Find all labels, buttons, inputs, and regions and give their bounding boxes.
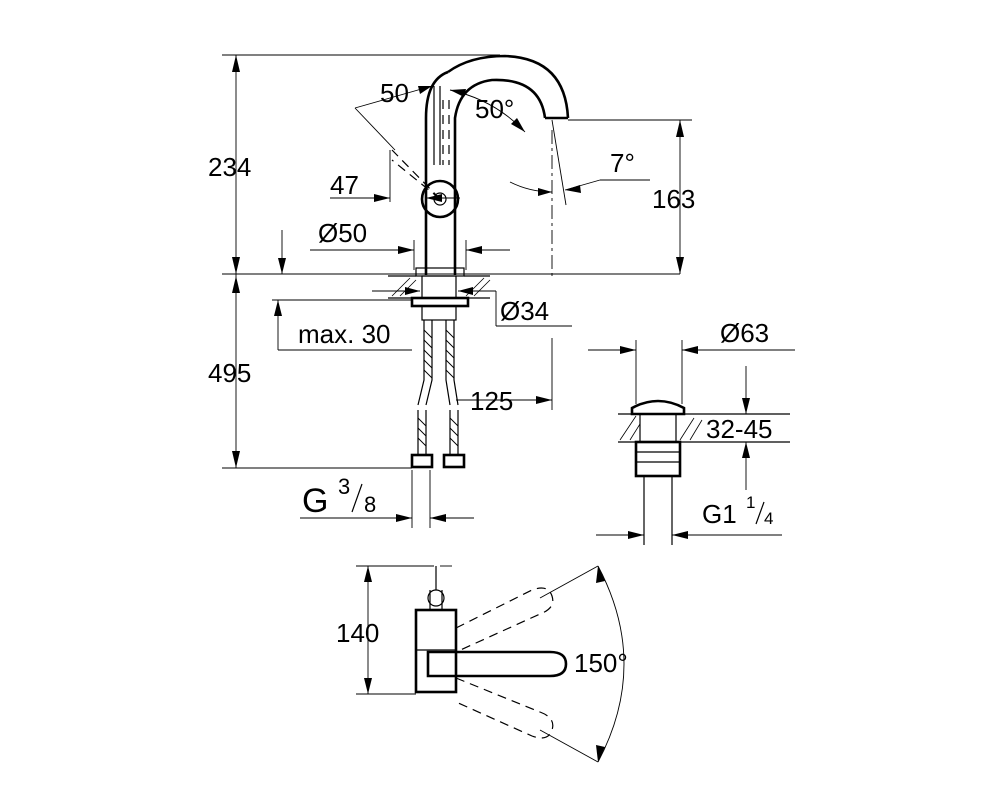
label-lever-angle: 50°: [475, 94, 514, 124]
label-total-height: 234: [208, 152, 251, 182]
label-connection-main: G: [302, 482, 328, 520]
label-waste-den: 4: [764, 509, 773, 528]
label-connection-den: 8: [364, 492, 376, 517]
faucet-top-view: [356, 565, 625, 763]
faucet-side-view: [388, 54, 570, 469]
label-waste-num: 1: [746, 493, 755, 512]
label-waste-diameter: Ø63: [720, 318, 769, 348]
label-connection-num: 3: [338, 474, 350, 499]
label-swivel-angle: 150°: [574, 648, 628, 678]
waste-detail: [588, 340, 795, 545]
dimension-labels: 234 495 163 50 50° 7° 47 Ø50 Ø34 max. 30…: [208, 78, 773, 678]
label-top-depth: 140: [336, 618, 379, 648]
label-waste-range: 32-45: [706, 414, 773, 444]
side-view-dimensions: [222, 54, 692, 528]
label-body-diameter: Ø50: [318, 218, 367, 248]
label-spout-angle: 7°: [610, 148, 635, 178]
label-projection: 125: [470, 386, 513, 416]
label-waste-thread: G1: [702, 499, 737, 529]
label-base-height: 495: [208, 358, 251, 388]
label-spout-height: 163: [652, 184, 695, 214]
label-max-thickness: max. 30: [298, 319, 391, 349]
label-shank-diameter: Ø34: [500, 296, 549, 326]
label-lever-offset-b: 47: [330, 170, 359, 200]
label-lever-offset-a: 50: [380, 78, 409, 108]
